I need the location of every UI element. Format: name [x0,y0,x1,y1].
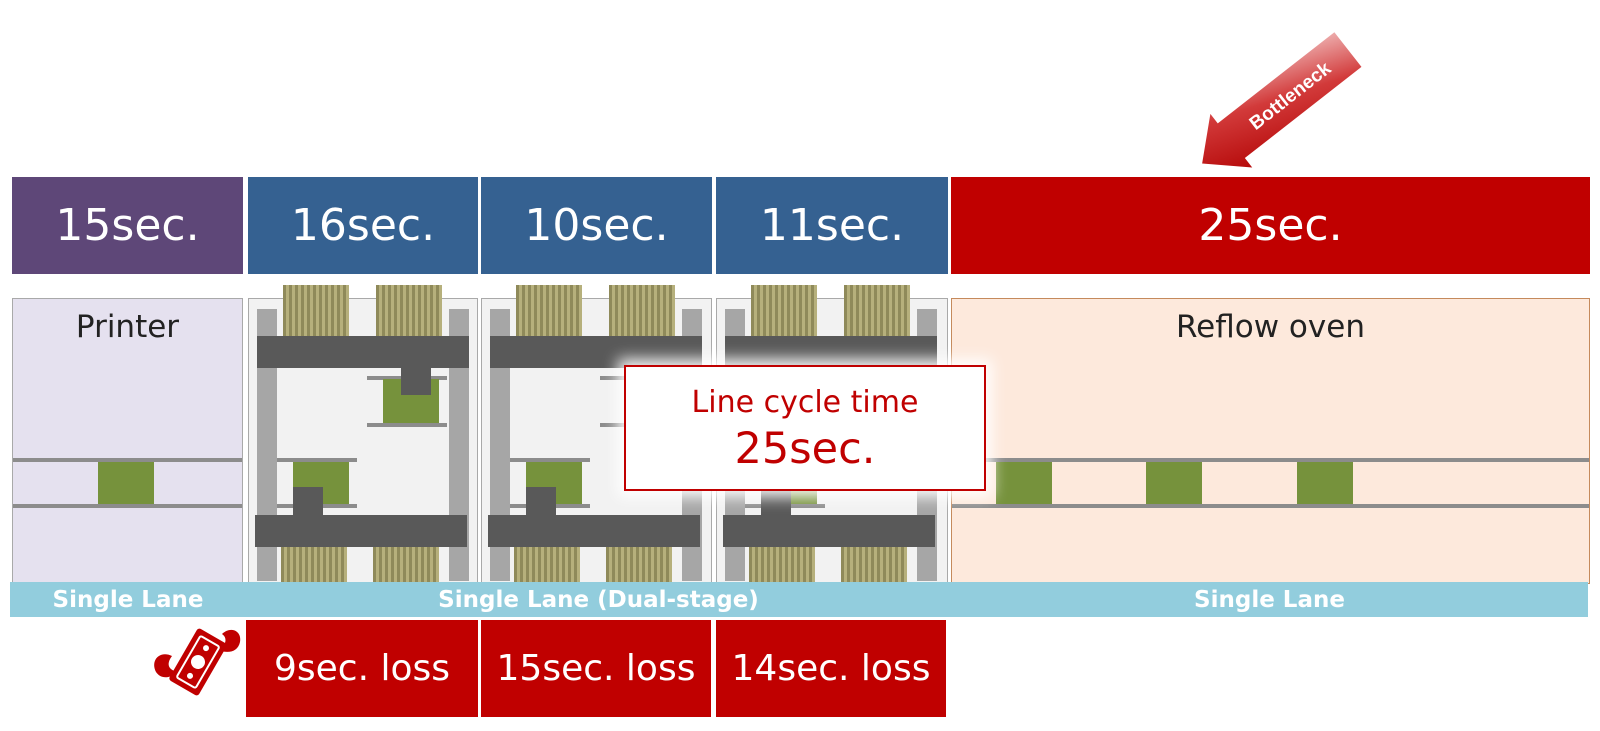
conveyor-rail [13,458,242,462]
feeder-top [844,285,910,339]
line-cycle-time-callout: Line cycle time 25sec. [624,365,986,491]
oven-label: Reflow oven [1176,309,1365,345]
feeder-top [283,285,349,339]
bottleneck-arrow: Bottleneck [1202,32,1362,168]
lane-mounters-label: Single Lane (Dual-stage) [438,586,759,613]
lane-mounters: Single Lane (Dual-stage) [246,582,951,617]
printer-time: 15sec. [55,200,200,251]
mounter1-time: 16sec. [290,200,436,251]
feeder-top [609,285,675,339]
pcb-board [1146,462,1202,504]
callout-value: 25sec. [734,424,876,474]
printer-station: Printer [12,298,243,584]
lane-printer: Single Lane [10,582,246,617]
stage-rail [277,458,357,462]
pillar [257,309,277,581]
printer-label: Printer [75,309,180,345]
gantry-beam [488,515,700,547]
printer-time-box: 15sec. [12,177,243,274]
loss-text-3: 14sec. loss [731,648,931,689]
pcb-board [98,462,154,504]
gantry-beam [723,515,935,547]
conveyor-rail [13,504,242,508]
feeder-top [751,285,817,339]
gantry-beam [255,515,467,547]
mount-head [401,361,431,395]
lane-printer-label: Single Lane [52,586,204,613]
mounter2-time-box: 10sec. [481,177,712,274]
gantry-beam [490,336,702,368]
pillar [449,309,469,581]
mounter3-time-box: 11sec. [716,177,948,274]
loss-box-3: 14sec. loss [716,620,946,717]
pcb-board [996,462,1052,504]
oven-station: Reflow oven [951,298,1590,584]
oven-time: 25sec. [1198,200,1343,251]
stage-rail [367,423,447,427]
loss-text-1: 9sec. loss [273,648,451,689]
gantry-beam [725,336,937,368]
pillar [490,309,510,581]
conveyor-rail [952,504,1589,508]
callout-title: Line cycle time [691,385,919,420]
mounter1-station [248,285,478,601]
feeder-top [376,285,442,339]
loss-box-2: 15sec. loss [481,620,711,717]
loss-text-2: 15sec. loss [496,648,696,689]
lane-oven-label: Single Lane [1194,586,1345,613]
mounter1-time-box: 16sec. [248,177,478,274]
feeder-top [516,285,582,339]
pcb-board [1297,462,1353,504]
conveyor-rail [952,458,1589,462]
lane-oven: Single Lane [951,582,1588,617]
stage-rail [510,458,590,462]
loss-box-1: 9sec. loss [246,620,478,717]
mounter3-time: 11sec. [759,200,905,251]
gantry-beam [257,336,469,368]
oven-time-box: 25sec. [951,177,1590,274]
flying-money-icon [154,628,241,696]
mounter2-time: 10sec. [524,200,669,251]
